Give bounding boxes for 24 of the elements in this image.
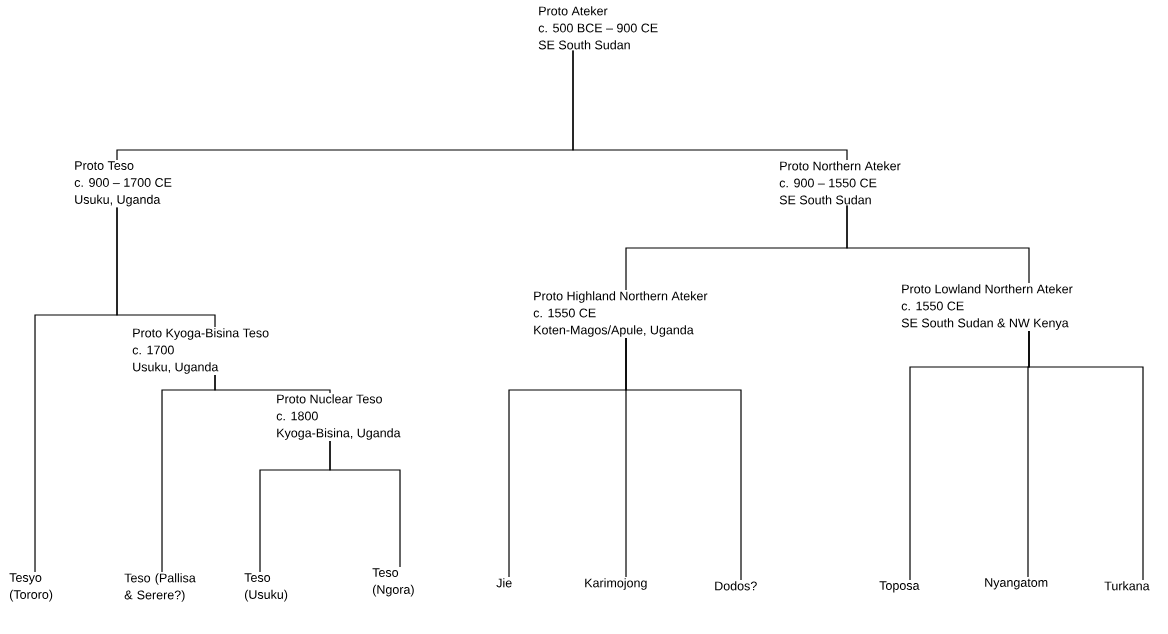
leaf-label: Dodos? (715, 581, 757, 591)
tree-branch (116, 207, 216, 328)
ancestor-label: Proto Highland Northern Ateker c. 1550 CE Koten-Magos/Apule, Uganda (533, 291, 708, 337)
leaf-label: Karimojong (585, 578, 647, 590)
ancestor-label: Proto Nuclear Teso c. 1800 Kyoga-Bisina, Uganda (276, 394, 401, 440)
leaf-label: Teso (Ngora) (372, 568, 414, 597)
ancestor-label: Proto Teso c. 900 – 1700 CE Usuku, Uganda (74, 161, 172, 207)
leaf-label: Toposa (879, 581, 920, 593)
leaf-label: Teso (Usuku) (244, 573, 288, 602)
tree-branch (625, 337, 742, 581)
tree-branch (1028, 330, 1144, 581)
tree-branch (214, 374, 331, 394)
leaf-label: Jie (496, 578, 512, 588)
ancestor-label: Proto Ateker c. 500 BCE – 900 CE SE South Sudan (538, 6, 658, 50)
ancestor-label: Proto Lowland Northern Ateker c. 1550 CE SE South Sudan & NW Kenya (901, 284, 1073, 330)
tree-branch (329, 440, 401, 568)
leaf-label: Turkana (1104, 581, 1150, 591)
leaf-label: Tesyo (Tororo) (9, 573, 53, 602)
ancestor-label: Proto Kyoga-Bisina Teso c. 1700 Usuku, Uganda (132, 328, 269, 374)
tree-branch (572, 50, 848, 161)
leaf-label: Teso (Pallisa & Serere?) (124, 573, 196, 602)
leaf-label: Nyangatom (985, 578, 1048, 590)
ancestor-label: Proto Northern Ateker c. 900 – 1550 CE SE South Sudan (779, 161, 901, 205)
tree-branch (846, 205, 1030, 284)
